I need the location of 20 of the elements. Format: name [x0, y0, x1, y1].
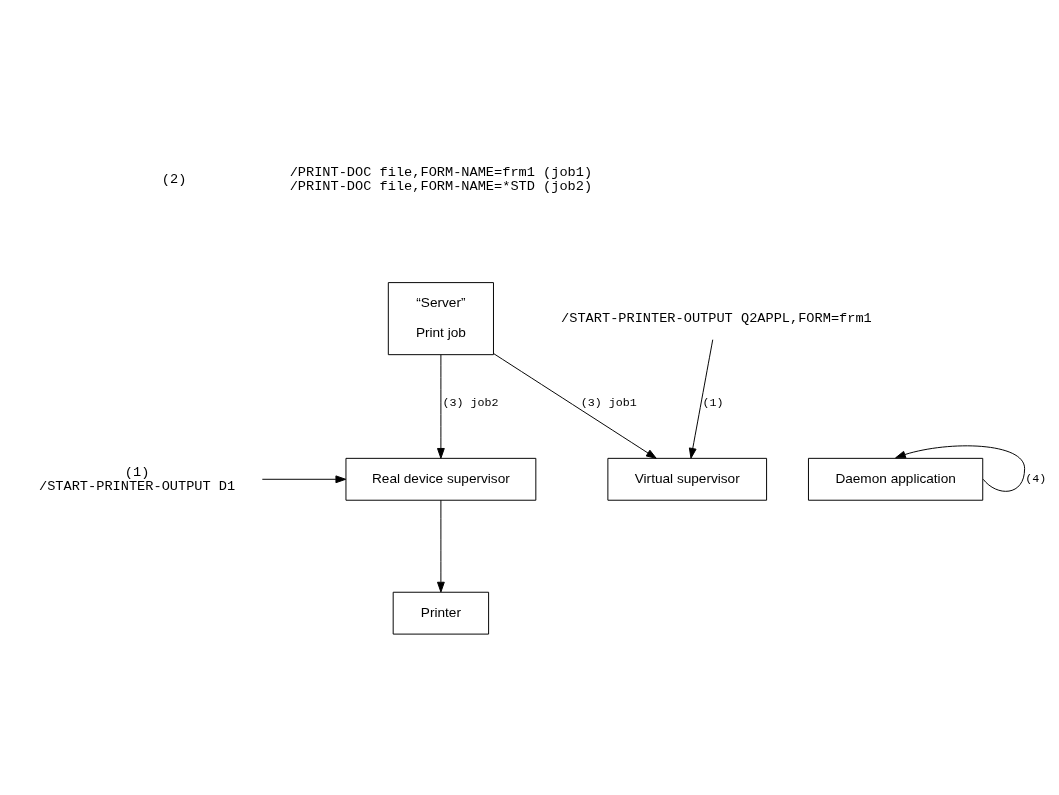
- node-text: (1) /START-PRINTER-OUTPUT D1: [38, 464, 236, 495]
- node-box: “Server” Print job: [387, 282, 494, 356]
- arrow: [895, 445, 1026, 492]
- arrow: [437, 499, 445, 593]
- label: /PRINT-DOC file,FORM-NAME=*STD (job2): [289, 179, 593, 195]
- node-box: Daemon application: [807, 457, 984, 501]
- edge-label: (3) job2: [442, 395, 499, 410]
- edge-label: (1): [702, 395, 724, 410]
- edge-label: (4): [1025, 472, 1047, 487]
- label: (2): [161, 172, 187, 187]
- arrow: [493, 353, 657, 459]
- node-text: /START-PRINTER-OUTPUT Q2APPL,FORM=frm1: [561, 311, 872, 327]
- label: /PRINT-DOC file,FORM-NAME=frm1 (job1): [289, 164, 593, 180]
- node-box: Real device supervisor: [345, 457, 537, 501]
- arrow: [688, 339, 714, 459]
- arrow: [261, 475, 347, 484]
- node-box: Virtual supervisor: [607, 457, 768, 501]
- edge-label: (3) job1: [580, 395, 637, 410]
- node-box: Printer: [392, 591, 490, 635]
- arrow: [437, 354, 445, 459]
